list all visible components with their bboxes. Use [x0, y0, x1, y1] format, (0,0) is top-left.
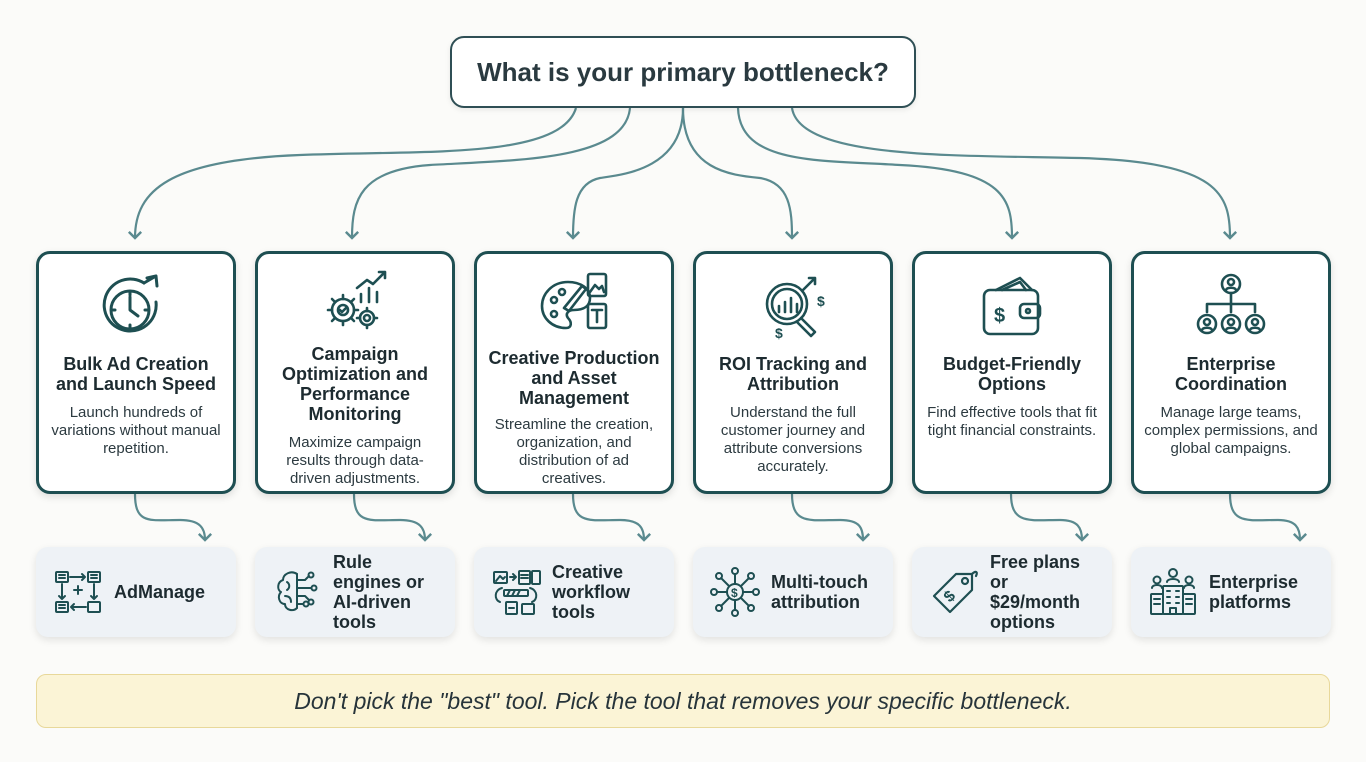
card-budget-friendly: $ Budget-Friendly Options Find effective… — [912, 251, 1112, 494]
card-description: Maximize campaign results through data-d… — [286, 434, 424, 487]
advice-text: Don't pick the "best" tool. Pick the too… — [294, 687, 1072, 714]
tool-creative-workflow: Creative workflow tools — [474, 547, 674, 637]
tool-multi-touch: $ Multi-touch attribution — [693, 547, 893, 637]
connector-6 — [790, 107, 1238, 240]
workflow-icon — [52, 566, 104, 618]
svg-text:$: $ — [775, 325, 783, 341]
connector-tool-3 — [571, 493, 652, 542]
wallet-icon: $ — [976, 272, 1048, 344]
connector-4 — [681, 107, 800, 240]
asset-flow-icon — [490, 566, 542, 618]
question-text: What is your primary bottleneck? — [477, 56, 889, 87]
connector-5 — [736, 107, 1020, 240]
brain-icon — [271, 566, 323, 618]
card-title: Budget-Friendly Options — [943, 354, 1081, 394]
price-tag-icon: $ — [928, 566, 980, 618]
svg-text:$: $ — [994, 305, 1005, 327]
card-description: Manage large teams, complex permissions,… — [1144, 404, 1318, 457]
connector-tool-2 — [352, 493, 433, 542]
tool-label: Creative workflow tools — [552, 562, 631, 622]
tool-label: Enterprise platforms — [1209, 572, 1299, 612]
card-description: Understand the full customer journey and… — [720, 404, 866, 475]
question-box: What is your primary bottleneck? — [450, 36, 916, 108]
tool-rule-engines: Rule engines or AI-driven tools — [255, 547, 455, 637]
building-icon — [1147, 566, 1199, 618]
connector-1 — [127, 107, 578, 240]
org-chart-icon — [1195, 272, 1267, 344]
network-icon: $ — [709, 566, 761, 618]
tool-label: Rule engines or AI-driven tools — [333, 552, 425, 632]
card-title: ROI Tracking and Attribution — [718, 354, 868, 394]
card-bulk-ad-creation: Bulk Ad Creation and Launch Speed Launch… — [36, 251, 236, 494]
card-title: Creative Production and Asset Management — [488, 348, 660, 408]
connector-tool-6 — [1228, 493, 1308, 542]
tool-label: AdManage — [114, 582, 206, 602]
tool-label: Multi-touch attribution — [771, 572, 868, 612]
card-roi-tracking: $ $ ROI Tracking and Attribution Underst… — [693, 251, 893, 494]
card-title: Bulk Ad Creation and Launch Speed — [55, 354, 217, 394]
gears-chart-icon — [319, 266, 391, 338]
card-description: Launch hundreds of variations without ma… — [51, 404, 221, 457]
connector-3 — [565, 107, 685, 240]
card-campaign-optimization: Campaign Optimization and Performance Mo… — [255, 251, 455, 494]
card-description: Streamline the creation, organization, a… — [494, 416, 654, 487]
connector-tool-1 — [133, 493, 213, 542]
svg-text:$: $ — [817, 293, 825, 309]
card-title: Campaign Optimization and Performance Mo… — [282, 344, 428, 424]
connector-2 — [344, 107, 632, 240]
tool-enterprise-platforms: Enterprise platforms — [1131, 547, 1331, 637]
svg-text:$: $ — [731, 586, 738, 600]
connector-tool-5 — [1009, 493, 1090, 542]
clock-icon — [100, 272, 172, 344]
card-description: Find effective tools that fit tight fina… — [927, 404, 1097, 439]
svg-text:$: $ — [941, 588, 959, 606]
card-creative-production: Creative Production and Asset Management… — [474, 251, 674, 494]
card-enterprise-coordination: Enterprise Coordination Manage large tea… — [1131, 251, 1331, 494]
card-title: Enterprise Coordination — [1175, 354, 1287, 394]
tool-admanage: AdManage — [36, 547, 236, 637]
tool-label: Free plans or $29/month options — [990, 552, 1081, 632]
advice-banner: Don't pick the "best" tool. Pick the too… — [36, 674, 1330, 728]
connector-tool-4 — [790, 493, 871, 542]
tool-free-plans: $ Free plans or $29/month options — [912, 547, 1112, 637]
palette-icon — [538, 268, 610, 340]
magnifier-chart-icon: $ $ — [757, 272, 829, 344]
